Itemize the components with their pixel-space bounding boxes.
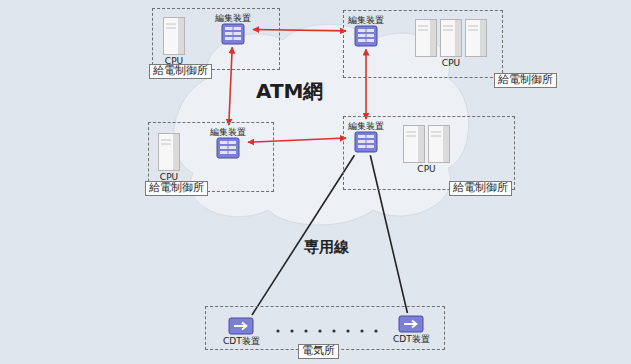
node-label: 編集装置 [348, 121, 384, 131]
site-box: 給電制御所CPU編集装置 [148, 122, 274, 192]
node-label: CPU [165, 56, 183, 66]
icon-holder [415, 19, 487, 57]
editing-device-icon [354, 131, 378, 153]
network-name: ATM網 [256, 80, 323, 103]
icon-holder [163, 17, 185, 55]
node-label: CDT装置 [393, 334, 430, 344]
server-icon [415, 19, 487, 57]
site-box: 給電制御所編集装置CPU [343, 116, 515, 190]
editing-device: 編集装置 [215, 13, 251, 45]
cdt-device: CDT装置 [393, 315, 430, 344]
network-link [365, 49, 367, 119]
cdt-device-icon [398, 315, 424, 333]
server-icon [403, 125, 450, 163]
site-label: 給電制御所 [494, 73, 557, 88]
editing-device: 編集装置 [348, 15, 384, 47]
icon-holder [398, 315, 424, 333]
site-label: 給電制御所 [449, 181, 512, 196]
icon-holder [158, 133, 180, 171]
node-label: 編集装置 [348, 15, 384, 25]
cpu-server: CPU [158, 133, 180, 182]
icon-holder [354, 131, 378, 153]
editing-device: 編集装置 [210, 127, 246, 159]
icon-holder [403, 125, 450, 163]
cdt-device: CDT装置 [223, 317, 260, 346]
server-icon [163, 17, 185, 55]
site-label: 給電制御所 [149, 64, 212, 79]
site-label: 電気所 [298, 344, 339, 359]
editing-device-icon [221, 23, 245, 45]
cpu-server: CPU [403, 125, 450, 174]
icon-holder [216, 137, 240, 159]
node-label: CPU [442, 58, 460, 68]
icon-holder [221, 23, 245, 45]
server-icon [158, 133, 180, 171]
cpu-server: CPU [415, 19, 487, 68]
site-label: 給電制御所 [145, 181, 208, 196]
editing-device-icon [354, 25, 378, 47]
node-label: CPU [160, 172, 178, 182]
icon-holder [354, 25, 378, 47]
cdt-device-icon [228, 317, 254, 335]
line-label: 専用線 [304, 238, 349, 257]
site-box: 給電制御所編集装置CPU [343, 10, 503, 78]
node-label: CDT装置 [223, 336, 260, 346]
cpu-server: CPU [163, 17, 185, 66]
node-label: 編集装置 [215, 13, 251, 23]
node-label: CPU [417, 164, 435, 174]
editing-device: 編集装置 [348, 121, 384, 153]
icon-holder [228, 317, 254, 335]
node-label: 編集装置 [210, 127, 246, 137]
site-box: 給電制御所CPU編集装置 [152, 8, 280, 70]
site-box: 電気所CDT装置CDT装置 [205, 306, 445, 350]
editing-device-icon [216, 137, 240, 159]
